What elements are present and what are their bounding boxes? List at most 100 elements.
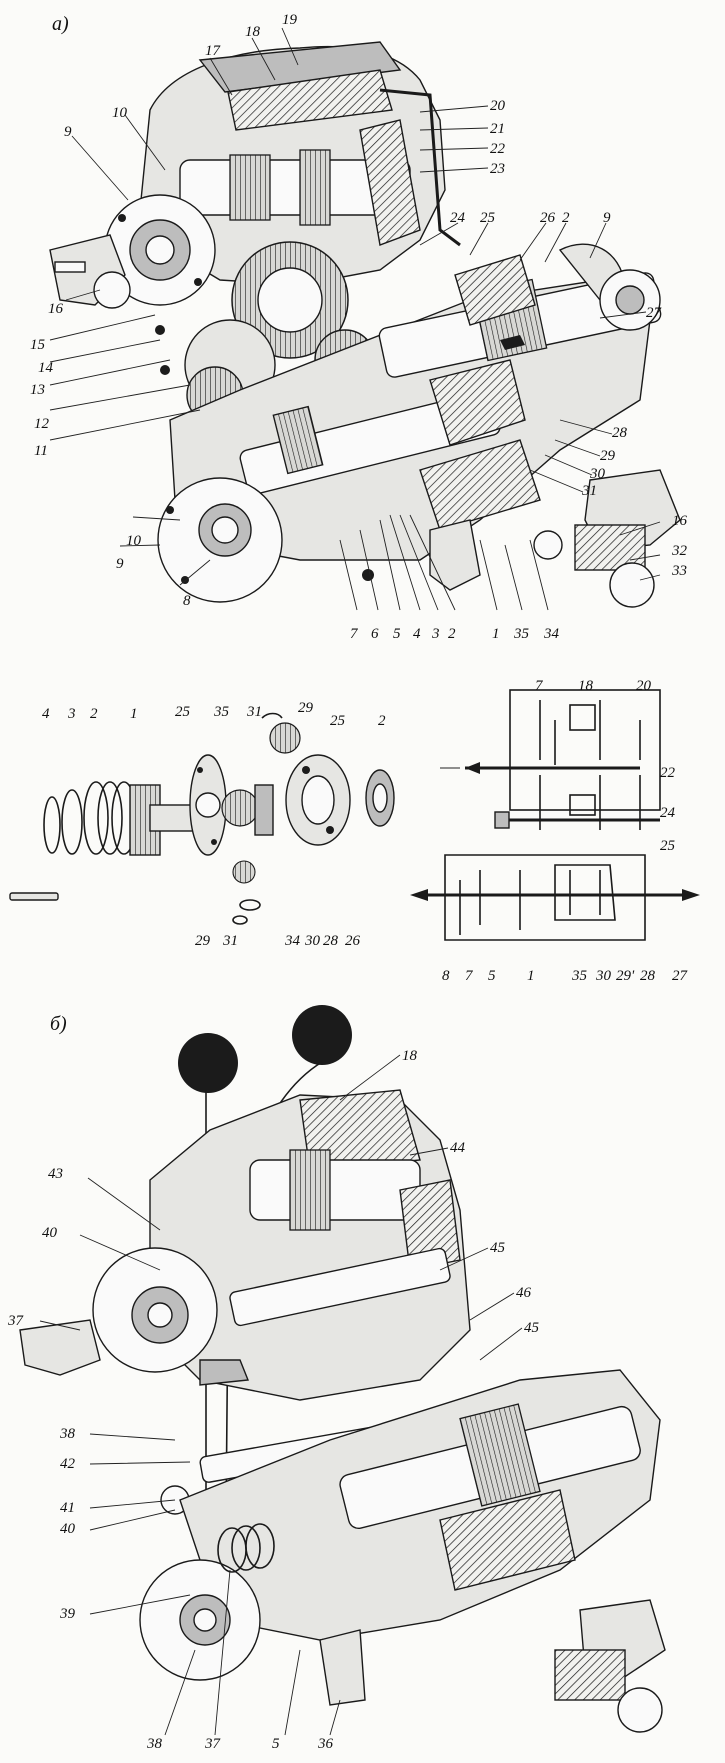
callout: 7	[535, 678, 544, 694]
callout: 43	[48, 1166, 63, 1182]
callout: 5	[488, 968, 496, 984]
callout: 33	[671, 563, 687, 579]
callout: 26	[540, 210, 556, 226]
callout: 3	[67, 706, 76, 722]
callout: 31	[222, 933, 238, 949]
callout: 19	[282, 12, 298, 28]
callout: 45	[524, 1320, 540, 1336]
callout: 41	[60, 1500, 75, 1516]
callout: 44	[450, 1140, 466, 1156]
callout: 1	[527, 968, 535, 984]
panel-a-labels: а) 19 18 17 10 9 20 21 22 23 24 25 26 2 …	[30, 12, 688, 642]
callout: 26	[345, 933, 361, 949]
callout: 46	[516, 1285, 532, 1301]
callout: 2	[378, 713, 386, 729]
callout: 25	[330, 713, 346, 729]
callout: 2	[448, 626, 456, 642]
callout: 8	[183, 593, 191, 609]
callout: 25	[660, 838, 676, 854]
callout: 9	[116, 556, 124, 572]
callout: 39	[59, 1606, 76, 1622]
callout: 7	[350, 626, 359, 642]
callout: 35	[213, 704, 230, 720]
callout: 10	[126, 533, 142, 549]
callout: 16	[48, 301, 64, 317]
kinematic-labels: 7 18 20 22 24 25 8 7 5 1 35 30 29' 28 27	[442, 678, 689, 984]
callout: 10	[112, 105, 128, 121]
callout: 20	[490, 98, 506, 114]
callout: 3	[431, 626, 440, 642]
callout: 24	[450, 210, 466, 226]
callout: 30	[595, 968, 612, 984]
callout: 45	[490, 1240, 506, 1256]
callout: 37	[7, 1313, 25, 1329]
callout: 18	[578, 678, 594, 694]
callout: 31	[246, 704, 262, 720]
callout: 22	[490, 141, 506, 157]
panel-b-marker: б)	[50, 1013, 67, 1035]
callout: 40	[60, 1521, 76, 1537]
callout: 23	[490, 161, 505, 177]
callout: 9	[64, 124, 72, 140]
callout: 1	[492, 626, 500, 642]
callout: 30	[589, 466, 606, 482]
callout: 34	[543, 626, 560, 642]
callout: 42	[60, 1456, 76, 1472]
callout: 20	[636, 678, 652, 694]
panel-a-marker: а)	[52, 13, 69, 35]
callout: 24	[660, 805, 676, 821]
callout: 28	[612, 425, 628, 441]
callout: 25	[480, 210, 496, 226]
callout: 11	[34, 443, 48, 459]
callout: 1	[130, 706, 138, 722]
callout: 29	[298, 700, 314, 716]
callout: 6	[371, 626, 379, 642]
callout: 18	[245, 24, 261, 40]
callout: 34	[284, 933, 301, 949]
callout: 40	[42, 1225, 58, 1241]
callout: 4	[413, 626, 421, 642]
callout: 21	[490, 121, 505, 137]
callout: 4	[42, 706, 50, 722]
leader-lines	[49, 27, 661, 611]
callout: 5	[272, 1736, 280, 1752]
callout: 2	[562, 210, 570, 226]
callout: 2	[90, 706, 98, 722]
panel-a-illustration	[49, 41, 681, 608]
callout: 29'	[616, 968, 635, 984]
callout: 5	[393, 626, 401, 642]
callout: 9	[603, 210, 611, 226]
callout: 12	[34, 416, 50, 432]
panel-b-labels: б) 18 44 43 40 45 46 45 37 38 42 41 40 3…	[7, 1013, 540, 1752]
callout: 35	[513, 626, 530, 642]
callout: 29	[195, 933, 211, 949]
callout: 30	[304, 933, 321, 949]
callout: 22	[660, 765, 676, 781]
exploded-view-labels: 4 3 2 1 25 35 31 29 25 2 29 31 34 30 28 …	[42, 700, 386, 949]
callout: 18	[402, 1048, 418, 1064]
callout: 38	[146, 1736, 163, 1752]
panel-b-illustration	[19, 1005, 666, 1733]
callout: 16	[672, 513, 688, 529]
callout: 27	[646, 305, 663, 321]
callout: 13	[30, 382, 45, 398]
callout: 15	[30, 337, 46, 353]
callout: 36	[317, 1736, 334, 1752]
callout: 29	[600, 448, 616, 464]
callout: 28	[640, 968, 656, 984]
callout: 7	[465, 968, 474, 984]
exploded-view-illustration	[9, 712, 395, 925]
callout: 31	[581, 483, 597, 499]
callout: 8	[442, 968, 450, 984]
callout: 14	[38, 360, 54, 376]
callout: 32	[671, 543, 688, 559]
callout: 25	[175, 704, 191, 720]
callout: 28	[323, 933, 339, 949]
callout: 35	[571, 968, 588, 984]
callout: 27	[672, 968, 689, 984]
callout: 38	[59, 1426, 76, 1442]
callout: 37	[204, 1736, 222, 1752]
kinematic-scheme	[410, 689, 700, 941]
